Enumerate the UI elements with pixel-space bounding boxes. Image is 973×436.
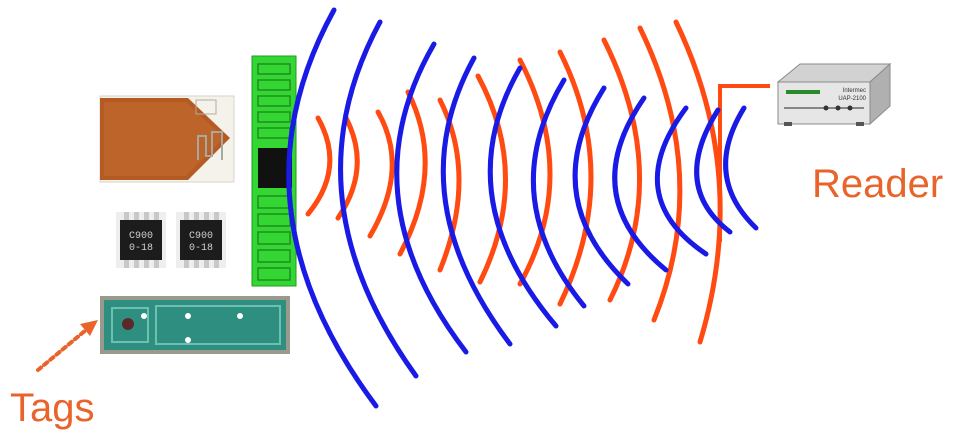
reader-model: UAP-2100	[838, 96, 866, 102]
chip-marking: 0-18	[129, 243, 153, 254]
dotted-arrow-icon	[38, 320, 98, 370]
teal-inlay-tag-icon	[100, 296, 290, 354]
chip-marking: 0-18	[189, 243, 213, 254]
reader-brand: Intermec	[843, 88, 866, 94]
tags-label: Tags	[10, 388, 95, 428]
reader-label: Reader	[812, 164, 943, 204]
chip-marking: C900	[129, 231, 153, 242]
copper-antenna-tag-icon	[100, 96, 234, 182]
rfid-reader-device-icon	[778, 64, 890, 126]
chip-marking: C900	[189, 231, 213, 242]
